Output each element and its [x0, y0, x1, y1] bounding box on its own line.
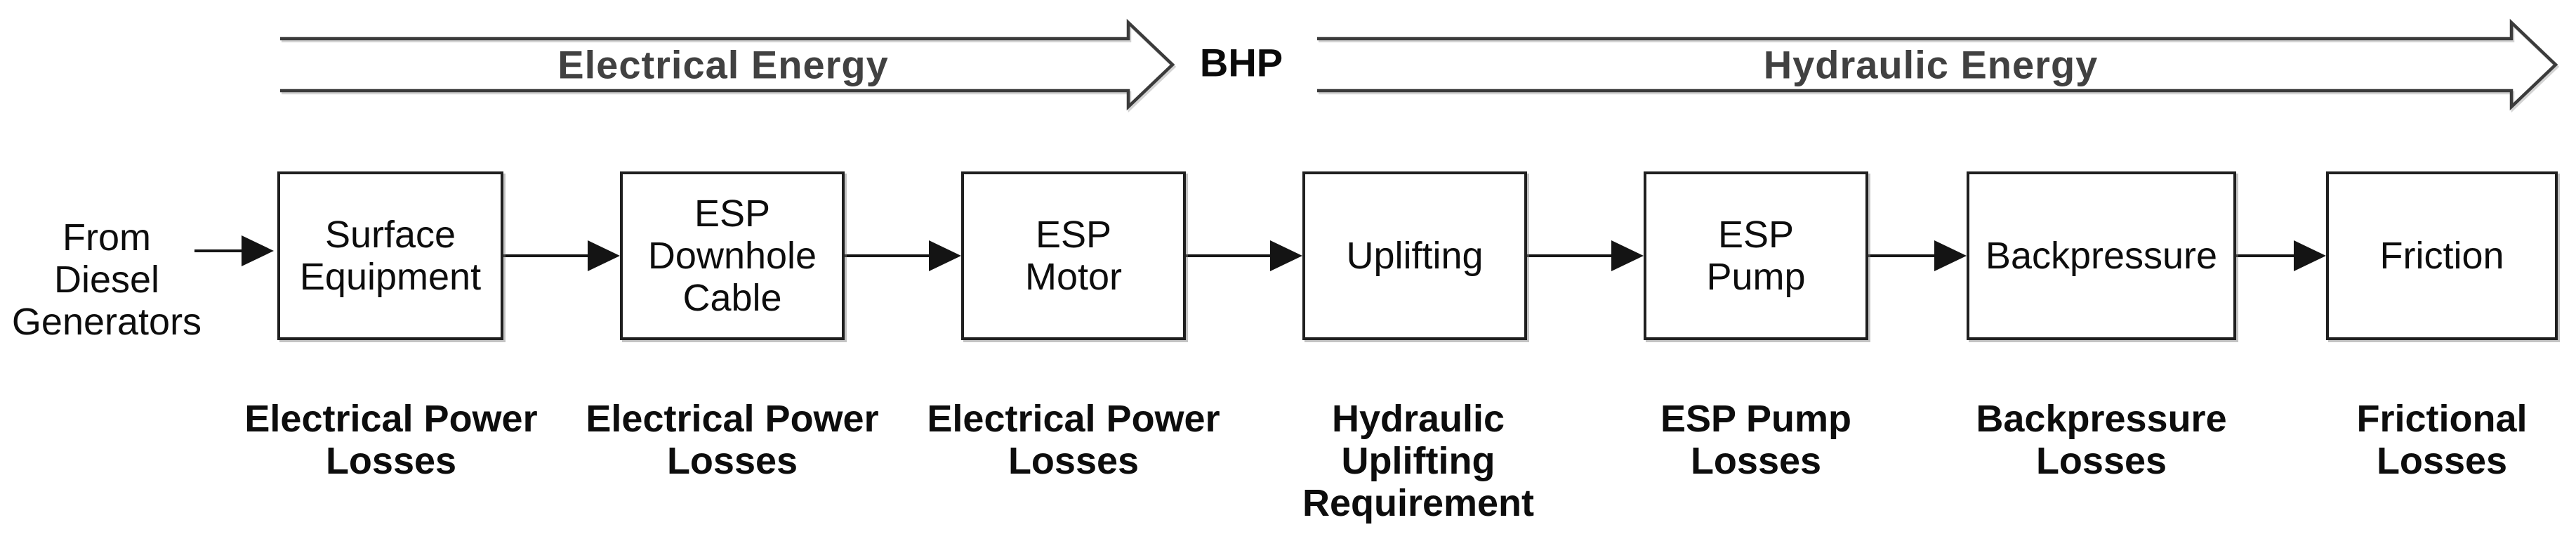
loss-label-esp-motor: Electrical Power Losses — [927, 398, 1220, 482]
loss-label-backpressure: Backpressure Losses — [1976, 398, 2227, 482]
loss-label-surface-equipment: Electrical Power Losses — [244, 398, 538, 482]
arrow-shaft — [194, 249, 242, 252]
hydraulic-energy-label: Hydraulic Energy — [1763, 42, 2099, 87]
flow-arrow-2 — [845, 239, 961, 273]
electrical-energy-label: Electrical Energy — [557, 42, 889, 87]
loss-label-esp-downhole-cable: Electrical Power Losses — [586, 398, 879, 482]
box-label: Friction — [2379, 235, 2504, 277]
bhp-label: BHP — [1199, 40, 1283, 85]
loss-label-esp-pump: ESP Pump Losses — [1660, 398, 1852, 482]
box-backpressure: Backpressure — [1967, 171, 2236, 340]
box-uplifting: Uplifting — [1302, 171, 1527, 340]
source-label: From Diesel Generators — [11, 216, 202, 343]
arrow-shaft — [2236, 254, 2294, 257]
arrow-shaft — [503, 254, 588, 257]
flow-arrow-5 — [1868, 239, 1967, 273]
flow-arrow-6 — [2236, 239, 2326, 273]
arrow-head-icon — [929, 240, 961, 271]
box-label: ESP Pump — [1706, 214, 1806, 298]
flow-arrow-source — [194, 234, 274, 268]
flow-arrow-4 — [1527, 239, 1644, 273]
flow-arrow-1 — [503, 239, 620, 273]
arrow-shaft — [1527, 254, 1611, 257]
box-label: Backpressure — [1985, 235, 2218, 277]
arrow-shaft — [1868, 254, 1934, 257]
arrow-head-icon — [2294, 240, 2326, 271]
arrow-head-icon — [1270, 240, 1302, 271]
box-label: ESP Downhole Cable — [647, 193, 817, 319]
arrow-head-icon — [1934, 240, 1967, 271]
arrow-head-icon — [588, 240, 620, 271]
box-esp-pump: ESP Pump — [1644, 171, 1868, 340]
flow-arrow-3 — [1186, 239, 1302, 273]
box-surface-equipment: Surface Equipment — [277, 171, 503, 340]
loss-label-friction: Frictional Losses — [2356, 398, 2528, 482]
box-esp-motor: ESP Motor — [961, 171, 1186, 340]
box-label: Surface Equipment — [299, 214, 482, 298]
arrow-shaft — [845, 254, 929, 257]
arrow-head-icon — [1611, 240, 1644, 271]
box-friction: Friction — [2326, 171, 2558, 340]
box-esp-downhole-cable: ESP Downhole Cable — [620, 171, 845, 340]
loss-label-uplifting: Hydraulic Uplifting Requirement — [1302, 398, 1535, 524]
arrow-head-icon — [242, 235, 274, 266]
box-label: ESP Motor — [1024, 214, 1123, 298]
box-label: Uplifting — [1346, 235, 1484, 277]
arrow-shaft — [1186, 254, 1270, 257]
